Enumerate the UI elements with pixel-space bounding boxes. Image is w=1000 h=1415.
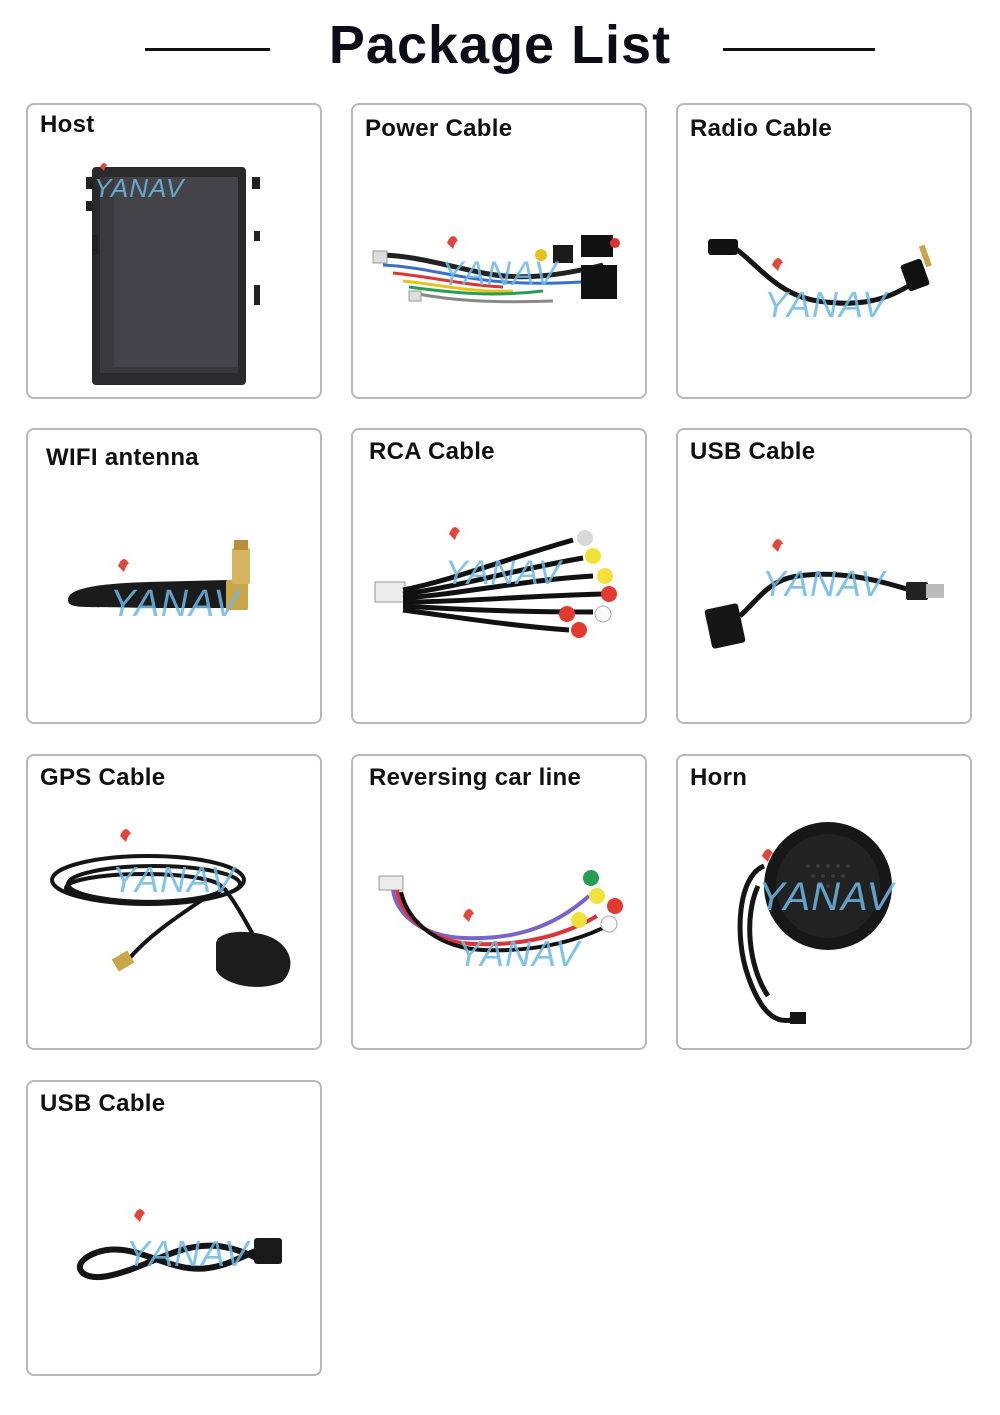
svg-text:YANAV: YANAV <box>457 933 582 974</box>
item-label: Power Cable <box>365 115 513 142</box>
item-card-wifi-antenna: WIFI antenna YANAV <box>26 428 322 724</box>
watermark-logo: YANAV <box>762 539 887 604</box>
item-card-reversing-car-line: Reversing car line YANAV <box>351 754 647 1050</box>
wifi-antenna-icon: YANAV <box>68 540 250 625</box>
svg-text:YANAV: YANAV <box>445 554 564 592</box>
page-header: Package List <box>0 0 1000 100</box>
item-label: WIFI antenna <box>46 444 199 471</box>
title-rule-right <box>723 48 875 51</box>
page-title: Package List <box>328 15 672 75</box>
svg-text:YANAV: YANAV <box>764 284 889 325</box>
svg-text:YANAV: YANAV <box>112 859 237 900</box>
usb-extension-cable-icon: YANAV <box>76 1209 282 1281</box>
rca-cable-icon: YANAV <box>374 527 617 638</box>
radio-cable-icon: YANAV <box>708 239 932 325</box>
watermark-logo: YANAV <box>457 909 582 974</box>
svg-text:YANAV: YANAV <box>126 1233 251 1274</box>
item-label: Radio Cable <box>690 115 832 142</box>
watermark-logo: YANAV <box>758 849 897 919</box>
svg-text:YANAV: YANAV <box>758 875 897 919</box>
svg-text:YANAV: YANAV <box>110 583 242 625</box>
item-card-rca-cable: RCA Cable YANAV <box>351 428 647 724</box>
item-label: Reversing car line <box>369 764 582 791</box>
gps-antenna-icon: YANAV <box>50 829 291 987</box>
usb-cable-icon: YANAV <box>704 539 944 649</box>
svg-text:YANAV: YANAV <box>441 255 560 293</box>
item-card-power-cable: Power Cable YANAV <box>351 103 647 399</box>
head-unit-screen-icon: YANAV <box>86 163 260 385</box>
item-card-radio-cable: Radio Cable YANAV <box>676 103 972 399</box>
item-card-gps-cable: GPS Cable YANAV <box>26 754 322 1050</box>
item-label: USB Cable <box>690 438 816 465</box>
reversing-cable-icon: YANAV <box>378 870 623 974</box>
item-label: RCA Cable <box>369 438 495 465</box>
watermark-logo: YANAV <box>764 258 889 325</box>
item-label: GPS Cable <box>40 764 166 791</box>
watermark-logo: YANAV <box>112 829 237 900</box>
item-card-usb-extension-cable: USB Cable YANAV <box>26 1080 322 1376</box>
title-rule-left <box>145 48 270 51</box>
watermark-logo: YANAV <box>126 1209 251 1274</box>
item-label: USB Cable <box>40 1090 166 1117</box>
watermark-logo: YANAV <box>94 163 186 203</box>
item-card-host: Host YANAV <box>26 103 322 399</box>
speaker-horn-icon: YANAV <box>737 822 897 1024</box>
item-label: Horn <box>690 764 748 791</box>
item-label: Host <box>40 111 95 138</box>
watermark-logo: YANAV <box>445 527 564 592</box>
item-card-usb-cable: USB Cable YANAV <box>676 428 972 724</box>
watermark-logo: YANAV <box>110 559 242 625</box>
watermark-logo: YANAV <box>441 236 560 293</box>
item-card-horn: Horn YANAV <box>676 754 972 1050</box>
svg-text:YANAV: YANAV <box>762 563 887 604</box>
power-harness-icon: YANAV <box>372 235 620 304</box>
svg-text:YANAV: YANAV <box>94 173 186 203</box>
